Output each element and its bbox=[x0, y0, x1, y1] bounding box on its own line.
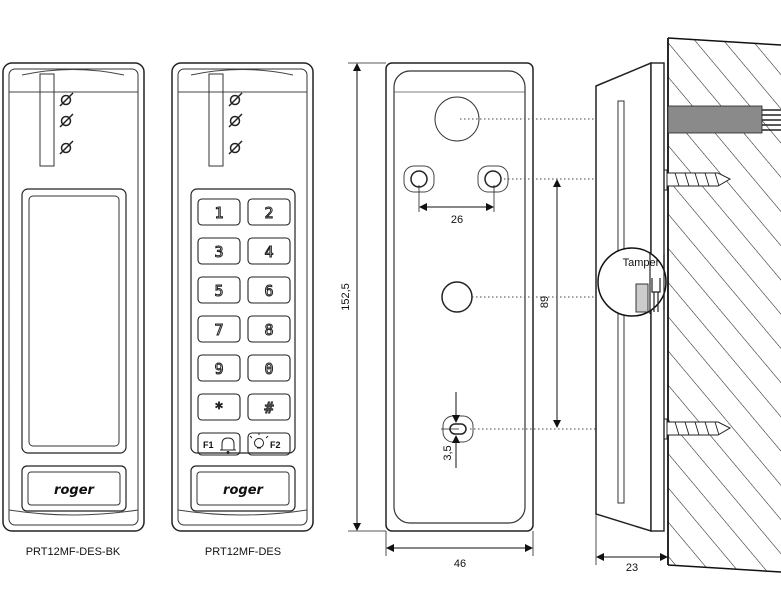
key-9[interactable]: 9 bbox=[197, 354, 241, 382]
dimension-height: 152,5 bbox=[340, 62, 386, 532]
dim-depth-label: 23 bbox=[626, 562, 638, 574]
reader-bk: roger PRT12MF-DES-BK bbox=[2, 62, 145, 558]
light-guide bbox=[208, 73, 224, 167]
key-label: # bbox=[264, 399, 273, 417]
led-indicator-icons bbox=[228, 92, 243, 155]
light-guide bbox=[39, 73, 55, 167]
dim-hole-spacing-label: 26 bbox=[451, 214, 463, 226]
dimension-depth: 23 bbox=[595, 514, 668, 574]
key-4[interactable]: 4 bbox=[247, 237, 291, 265]
key-label: 4 bbox=[264, 243, 273, 261]
key-label: * bbox=[214, 399, 223, 417]
key-6[interactable]: 6 bbox=[247, 276, 291, 304]
back-view: 152,5 46 26 89 3,5 bbox=[340, 62, 662, 570]
dim-height-label: 152,5 bbox=[340, 283, 352, 311]
led-indicator-icons bbox=[59, 92, 74, 155]
key-2[interactable]: 2 bbox=[247, 198, 291, 226]
reader-des: 1 2 3 4 5 6 7 8 9 0 * # F1 F2 roger bbox=[171, 62, 314, 558]
logo-plate bbox=[21, 465, 127, 512]
dim-offset-label: 3,5 bbox=[442, 445, 454, 460]
logo-plate bbox=[190, 465, 296, 512]
key-1[interactable]: 1 bbox=[197, 198, 241, 226]
f2-label: F2 bbox=[270, 440, 281, 450]
dimension-hole-spacing: 26 bbox=[418, 185, 495, 226]
dimension-offset: 3,5 bbox=[441, 392, 460, 468]
key-hash[interactable]: # bbox=[247, 393, 291, 421]
cable-entry-hole bbox=[434, 96, 480, 142]
key-label: 8 bbox=[264, 321, 273, 339]
tamper-detail: Tamper bbox=[597, 247, 667, 317]
logo-text: roger bbox=[223, 483, 264, 498]
lightbulb-icon bbox=[249, 432, 269, 449]
bell-icon bbox=[220, 437, 236, 454]
mounting-slot-right bbox=[477, 165, 509, 193]
caption-prt12mf-des: PRT12MF-DES bbox=[205, 546, 281, 558]
key-f1-bell[interactable]: F1 bbox=[197, 432, 241, 456]
key-8[interactable]: 8 bbox=[247, 315, 291, 343]
key-label: 9 bbox=[214, 360, 223, 378]
key-star[interactable]: * bbox=[197, 393, 241, 421]
dimension-width: 46 bbox=[385, 531, 534, 570]
key-label: 6 bbox=[264, 282, 273, 300]
key-0[interactable]: 0 bbox=[247, 354, 291, 382]
key-3[interactable]: 3 bbox=[197, 237, 241, 265]
key-label: 3 bbox=[214, 243, 223, 261]
tamper-label: Tamper bbox=[623, 257, 660, 269]
dim-vertical-spacing-label: 89 bbox=[539, 296, 551, 308]
key-label: 5 bbox=[214, 282, 223, 300]
key-5[interactable]: 5 bbox=[197, 276, 241, 304]
key-label: 0 bbox=[264, 360, 273, 378]
card-reading-area bbox=[21, 188, 127, 454]
side-view: Tamper 23 bbox=[595, 37, 781, 574]
dimension-vertical-spacing: 89 bbox=[539, 179, 561, 428]
dim-width-label: 46 bbox=[454, 558, 466, 570]
keypad-area bbox=[190, 188, 296, 454]
key-label: 7 bbox=[214, 321, 223, 339]
cable bbox=[667, 105, 781, 134]
logo-text: roger bbox=[54, 483, 95, 498]
key-f2-light[interactable]: F2 bbox=[247, 432, 291, 456]
tamper-hole bbox=[441, 281, 473, 313]
key-label: 2 bbox=[264, 204, 273, 222]
key-label: 1 bbox=[214, 204, 223, 222]
key-7[interactable]: 7 bbox=[197, 315, 241, 343]
keypad: 1 2 3 4 5 6 7 8 9 0 * # bbox=[197, 198, 291, 421]
f1-label: F1 bbox=[203, 440, 214, 450]
caption-prt12mf-des-bk: PRT12MF-DES-BK bbox=[26, 546, 121, 558]
